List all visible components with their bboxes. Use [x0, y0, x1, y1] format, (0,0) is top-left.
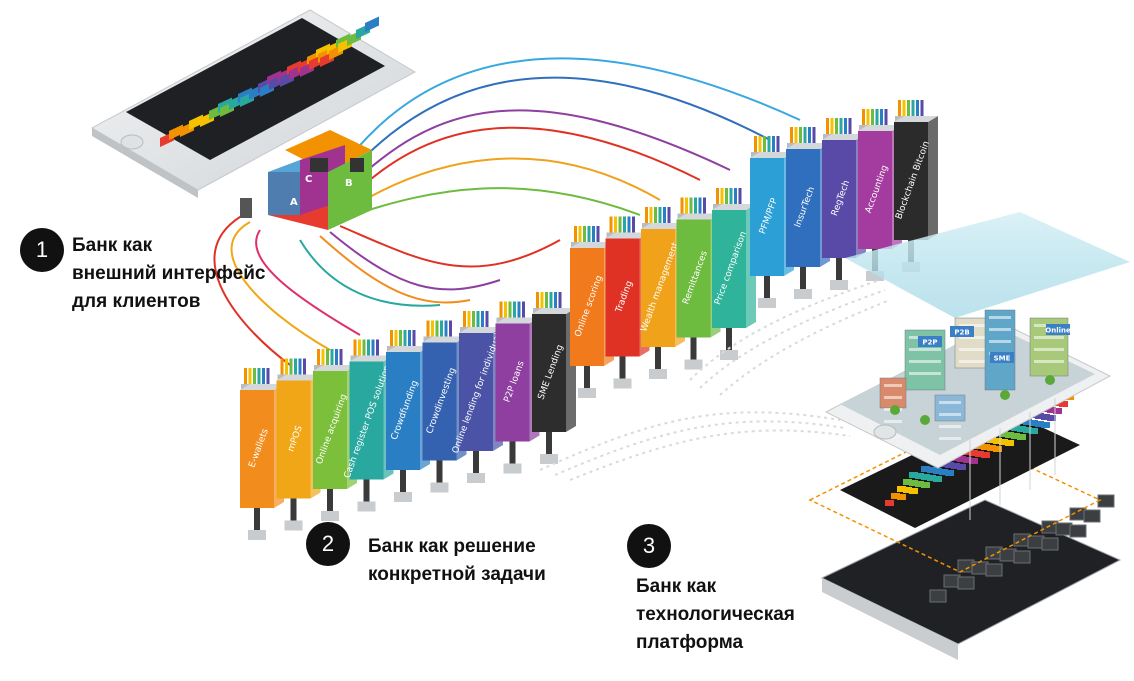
model-1-number: 1: [35, 237, 49, 262]
model-2-number-badge: 2: [306, 522, 350, 566]
model-3-caption: Банк как технологическая платформа: [636, 576, 795, 653]
city-sign-label: P2B: [954, 329, 969, 337]
cube-label-b: B: [345, 178, 353, 189]
module-middle-4: Price comparison: [712, 188, 756, 360]
model-3-number-badge: 3: [627, 524, 671, 568]
model-3-number: 3: [642, 533, 656, 558]
model-1-caption: Банк как внешний интерфейс для клиентов: [72, 235, 266, 312]
module-front-8: SME Lending: [532, 292, 576, 464]
customer-phone: [90, 9, 417, 198]
model-1-number-badge: 1: [20, 228, 64, 272]
city-sign-label: P2P: [922, 339, 937, 347]
module-back-2: RegTech: [822, 118, 866, 290]
connector-cube: A B C: [240, 130, 372, 230]
model-2-caption: Банк как решение конкретной задачи: [368, 536, 546, 585]
module-front-6: Online lending for individuals: [451, 311, 505, 483]
cube-label-a: A: [290, 197, 298, 208]
cube-label-c: C: [305, 174, 312, 185]
model-2-number: 2: [321, 531, 335, 556]
city-sign-label: SME: [994, 355, 1011, 363]
module-back-4: Blockchain Bitcoin: [894, 100, 938, 272]
module-middle-2: Wealth management: [639, 207, 685, 379]
flow-lines: [539, 279, 891, 481]
city-sign-label: Online: [1045, 327, 1071, 335]
technology-platform: P2P P2B SME Online: [808, 212, 1130, 660]
connection-cables: [213, 57, 801, 366]
